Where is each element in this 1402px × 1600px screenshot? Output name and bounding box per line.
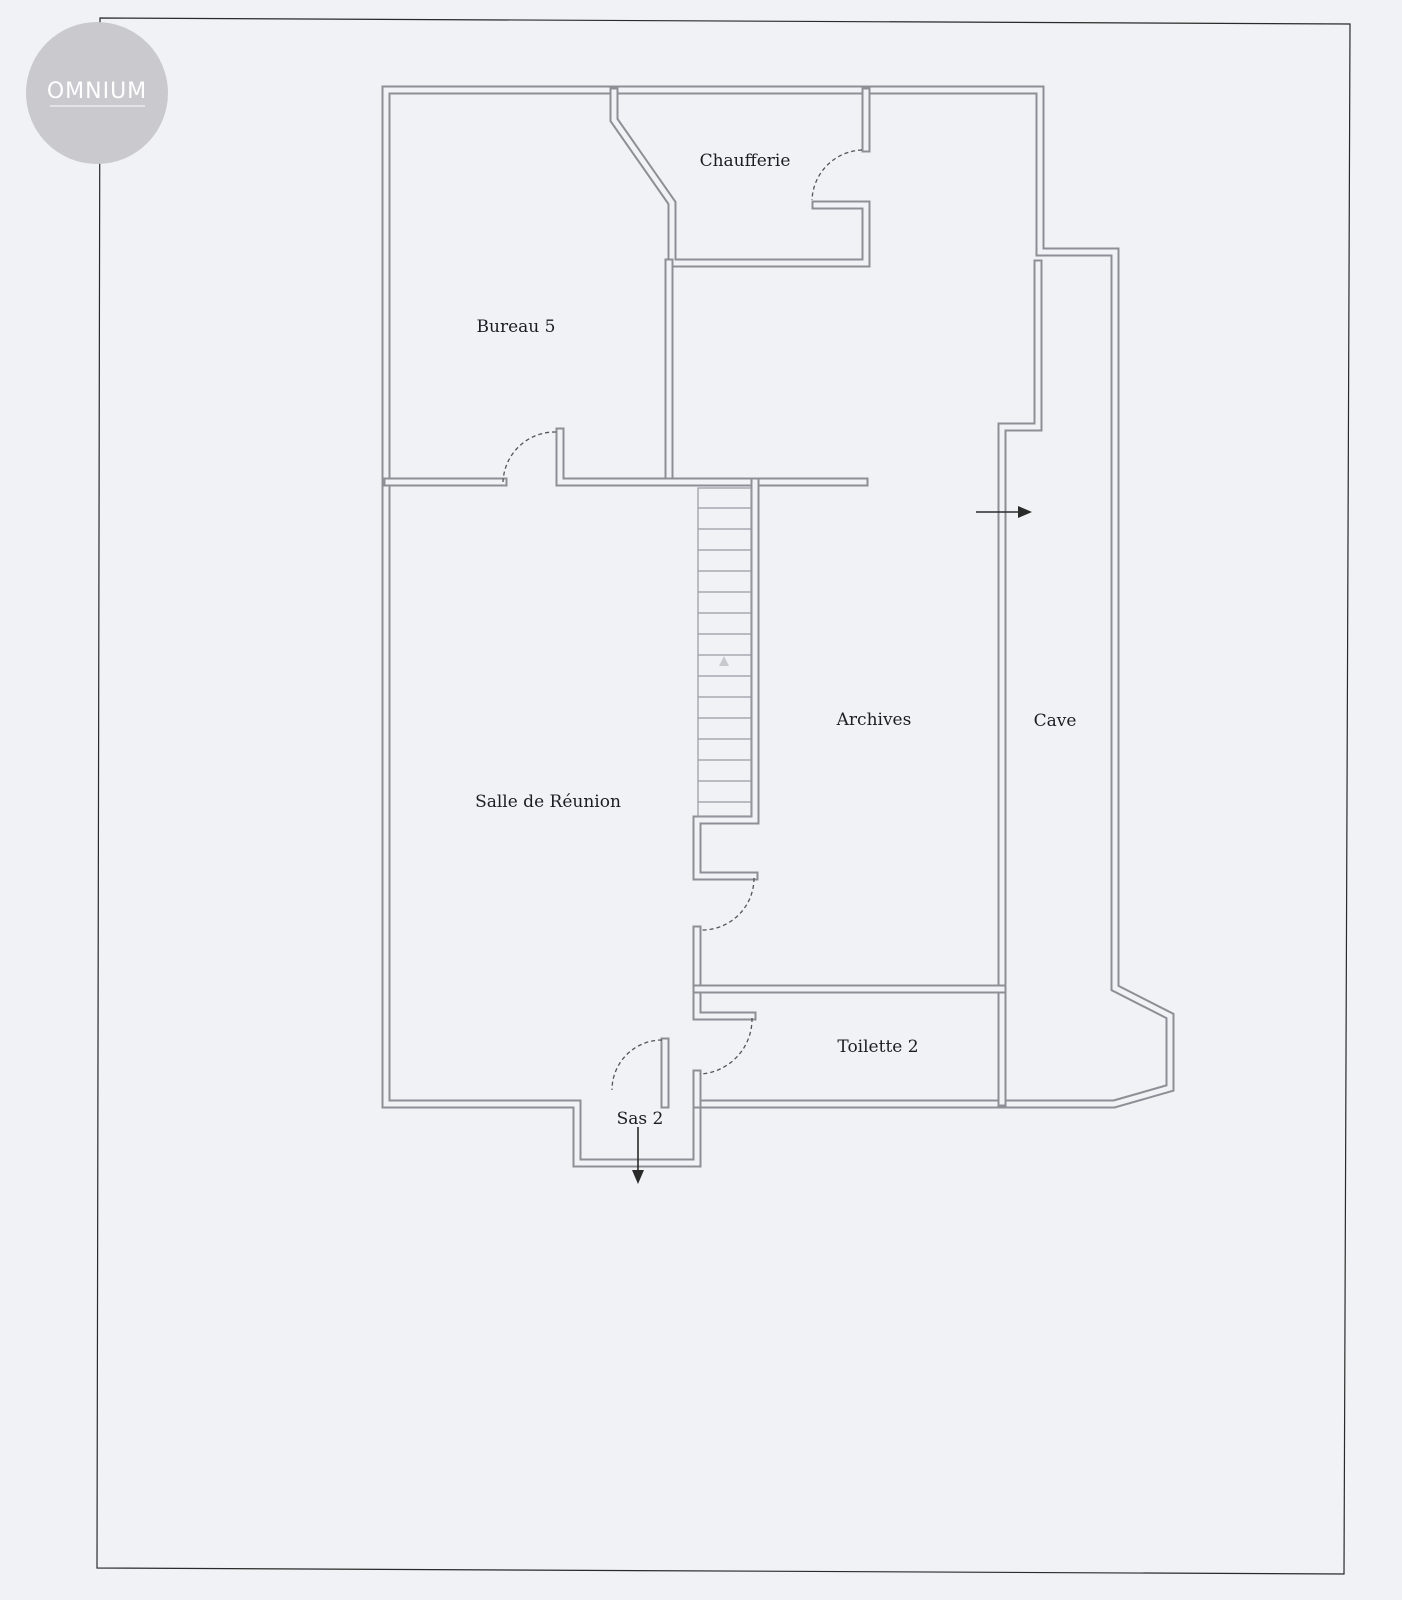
logo-text: OMNIUM — [47, 79, 147, 104]
door-archives — [699, 877, 755, 931]
door-bureau — [502, 431, 557, 483]
doors — [502, 149, 863, 1091]
omnium-logo: OMNIUM — [26, 22, 168, 164]
room-label-sas: Sas 2 — [617, 1109, 664, 1129]
page-frame — [96, 17, 1351, 1575]
room-label-bureau: Bureau 5 — [477, 317, 556, 337]
stair-wall — [692, 477, 760, 881]
door-sas — [611, 1039, 663, 1091]
room-label-cave: Cave — [1034, 711, 1077, 731]
arrow-exit — [632, 1127, 644, 1184]
room-label-archives: Archives — [836, 710, 912, 730]
room-label-toilette: Toilette 2 — [837, 1037, 918, 1057]
logo-circle — [26, 22, 168, 164]
cave-wall — [997, 259, 1043, 1107]
room-label-salle: Salle de Réunion — [475, 792, 621, 812]
door-toilette — [699, 1017, 753, 1075]
room-label-chaufferie: Chaufferie — [700, 151, 791, 171]
staircase — [697, 487, 752, 817]
arrow-to-cave — [976, 506, 1032, 518]
door-chaufferie — [811, 149, 863, 201]
walls — [381, 85, 1175, 1168]
